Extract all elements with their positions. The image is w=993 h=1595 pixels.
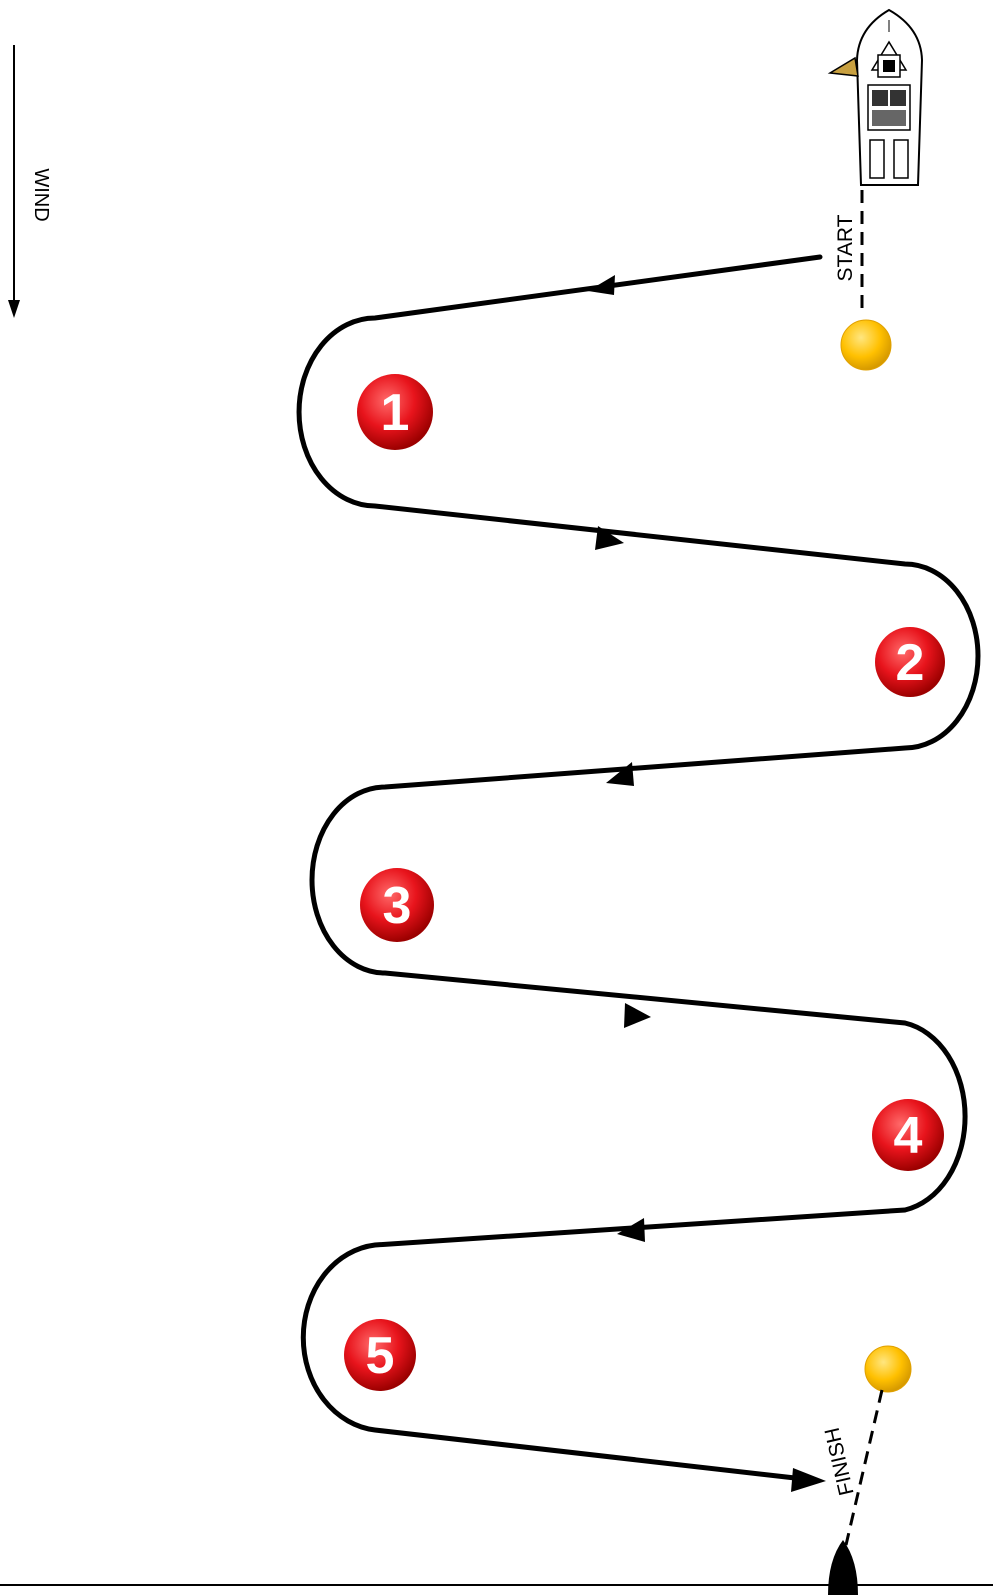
mark-2: 2 — [875, 627, 945, 697]
wind-label: WIND — [30, 168, 52, 221]
course-direction-arrows — [588, 275, 826, 1492]
start-pin-buoy-icon — [840, 319, 892, 371]
mark-3-label: 3 — [383, 877, 412, 935]
finish-label: FINISH — [821, 1425, 859, 1497]
leg-arrow-1 — [588, 275, 615, 295]
leg-arrow-4 — [624, 1003, 651, 1028]
wind-arrow-icon — [8, 45, 20, 318]
leg-arrow-2 — [595, 526, 624, 550]
mark-2-label: 2 — [896, 634, 925, 692]
leg-arrow-5 — [617, 1218, 645, 1242]
mark-5-label: 5 — [366, 1327, 395, 1385]
mark-1-label: 1 — [381, 384, 410, 442]
leg-arrow-3 — [606, 762, 634, 786]
mark-4-label: 4 — [894, 1107, 923, 1165]
committee-boat-icon — [855, 8, 924, 186]
finish-line — [844, 1389, 884, 1546]
mark-5: 5 — [344, 1319, 416, 1391]
mark-1: 1 — [357, 374, 433, 450]
finish-boat-icon — [828, 1540, 858, 1595]
finish-pin-buoy-icon — [864, 1345, 912, 1393]
leg-arrow-6 — [791, 1468, 826, 1492]
start-label: START — [834, 214, 857, 281]
course-path — [296, 254, 981, 1481]
mark-4: 4 — [872, 1099, 944, 1171]
committee-flag-icon — [827, 56, 859, 77]
mark-3: 3 — [360, 868, 434, 942]
